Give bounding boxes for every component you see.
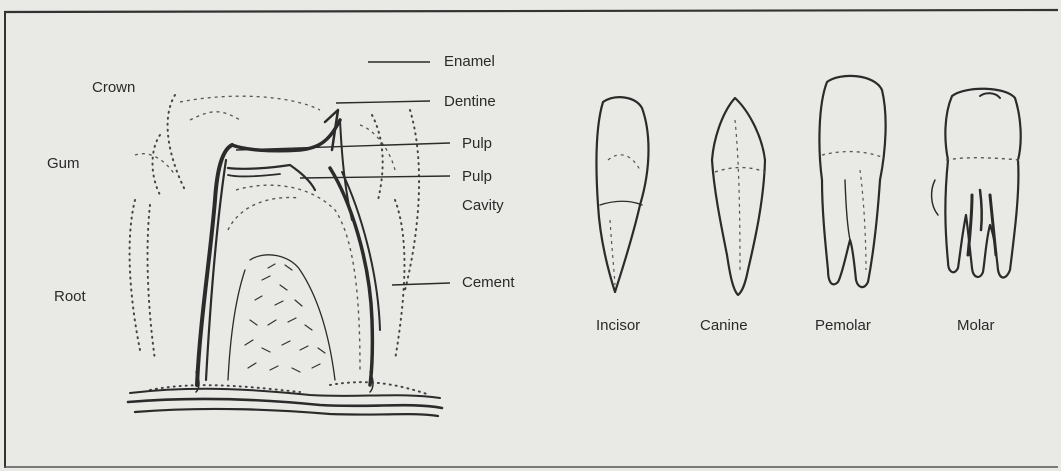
pulp-cavity-label-line1: Pulp xyxy=(462,168,492,185)
pulp-label: Pulp xyxy=(462,135,492,152)
root-label: Root xyxy=(54,288,87,305)
dentine-label: Dentine xyxy=(444,93,496,110)
enamel-label: Enamel xyxy=(444,53,495,70)
pulp-cavity-label-line2: Cavity xyxy=(462,197,504,214)
molar-label: Molar xyxy=(957,317,995,334)
gum-label: Gum xyxy=(47,155,80,172)
cement-label: Cement xyxy=(462,274,515,291)
premolar-label: Pemolar xyxy=(815,317,871,334)
incisor-label: Incisor xyxy=(596,317,640,334)
canine-label: Canine xyxy=(700,317,748,334)
crown-label: Crown xyxy=(92,79,135,96)
